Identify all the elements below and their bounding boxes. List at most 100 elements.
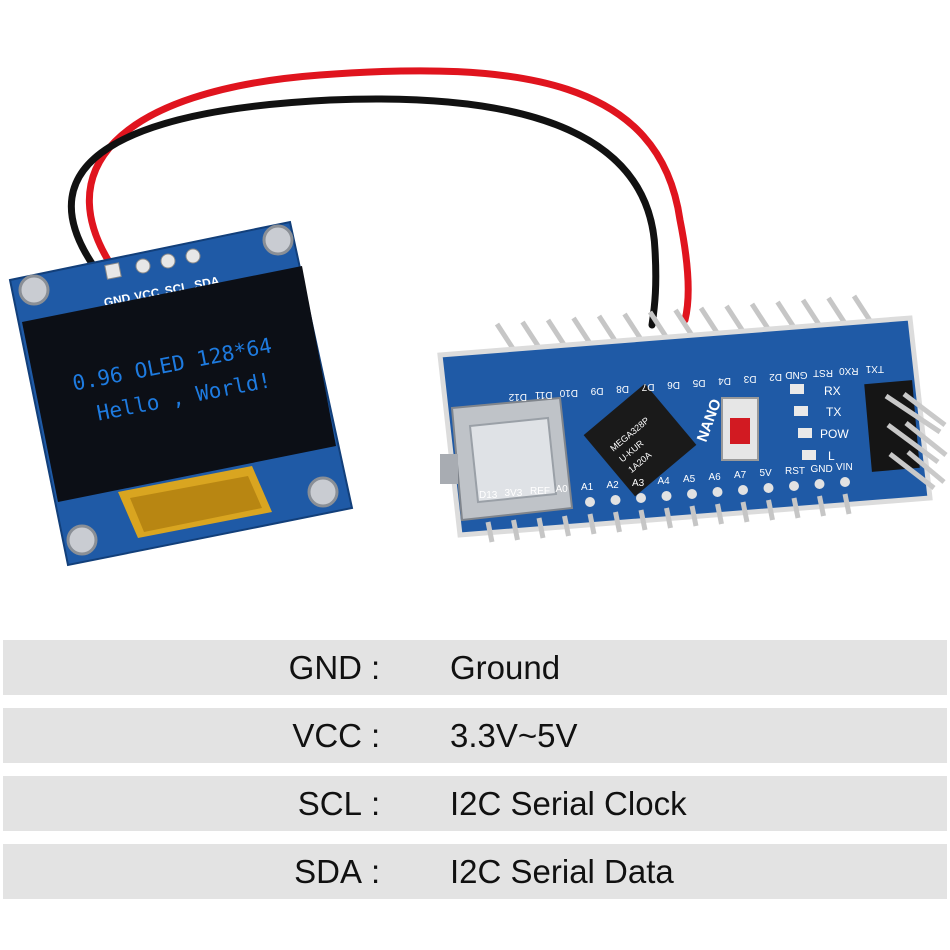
- nano-pin-label: D13: [479, 490, 498, 501]
- nano-pin-label: D6: [667, 379, 680, 390]
- nano-leds: RX TX POW L: [790, 384, 849, 463]
- nano-pin-label: RST: [785, 466, 805, 477]
- nano-pin-label: D9: [590, 385, 603, 396]
- nano-pin-label: A6: [709, 472, 722, 483]
- oled-mount-hole: [307, 476, 339, 508]
- nano-pin-label: A3: [632, 478, 645, 489]
- nano-mcu-chip: MEGA328P U-KUR 1A20A: [583, 383, 697, 497]
- pin-description: Ground: [450, 649, 561, 686]
- pin-colon: :: [371, 649, 381, 686]
- led-tx: [794, 406, 808, 416]
- oled-mount-hole: [262, 224, 294, 256]
- header-pad: [687, 489, 697, 499]
- pin-colon: :: [371, 717, 381, 754]
- product-illustration: GND VCC SCL SDA 0.96 OLED 128*64 Hello ,…: [8, 67, 948, 567]
- nano-reset-button: [721, 397, 759, 461]
- pin-name: VCC: [292, 717, 362, 754]
- nano-pin-label: GND: [785, 369, 807, 380]
- nano-pin-label: D10: [559, 387, 578, 398]
- header-pad: [636, 493, 646, 503]
- nano-pin-label: VIN: [836, 462, 853, 473]
- nano-pin-label: 5V: [760, 468, 773, 479]
- header-pin: [638, 509, 648, 531]
- pin-name: SDA: [294, 853, 362, 890]
- header-pad: [814, 479, 825, 489]
- pin-row-vcc: VCC : 3.3V~5V: [3, 708, 947, 763]
- oled-pin-pad: [185, 248, 201, 264]
- header-pad: [763, 483, 774, 493]
- pin-description: I2C Serial Clock: [450, 785, 687, 822]
- header-pad: [738, 485, 748, 495]
- nano-pin-label: REF: [530, 486, 550, 497]
- nano-pin-label: RST: [813, 367, 833, 378]
- black-wire: [67, 95, 660, 329]
- header-pin: [740, 501, 750, 523]
- nano-pin-label: D3: [743, 373, 756, 384]
- nano-pin-label: D4: [718, 375, 731, 386]
- nano-pin-label: A0: [556, 484, 569, 495]
- header-pin: [842, 493, 852, 515]
- nano-pin-label: A2: [607, 480, 620, 491]
- oled-mount-hole: [18, 274, 50, 306]
- header-pin: [715, 503, 724, 525]
- header-pad: [789, 481, 799, 491]
- pin-row-scl: SCL : I2C Serial Clock: [3, 776, 947, 831]
- pin-name: SCL: [297, 785, 362, 822]
- nano-pin-label: A5: [683, 474, 696, 485]
- arduino-nano: MEGA328P U-KUR 1A20A NANO RX TX POW L TX…: [437, 294, 948, 543]
- oled-pin-pad: [135, 258, 151, 274]
- pin-name: GND: [288, 649, 362, 686]
- nano-pin-label: GND: [811, 464, 833, 475]
- nano-pin-label: D11: [534, 389, 552, 400]
- oled-pin-pad: [160, 253, 176, 269]
- oled-glass: [22, 266, 336, 502]
- nano-pin-label: D2: [769, 371, 782, 382]
- pin-description: 3.3V~5V: [450, 717, 578, 754]
- nano-pin-label: D8: [616, 383, 629, 394]
- header-pad: [610, 495, 621, 505]
- header-pin: [536, 517, 546, 539]
- oled-module: GND VCC SCL SDA 0.96 OLED 128*64 Hello ,…: [8, 220, 354, 567]
- led-label: TX: [826, 405, 841, 419]
- header-pad: [712, 487, 723, 497]
- led-pow: [798, 428, 812, 438]
- header-pin: [766, 499, 775, 521]
- nano-usb-connector: [440, 396, 574, 522]
- header-pad: [661, 491, 672, 501]
- nano-pin-label: D12: [508, 391, 527, 402]
- oled-mount-hole: [66, 524, 98, 556]
- pin-row-gnd: GND : Ground: [3, 640, 947, 695]
- nano-pin-label: D5: [692, 377, 705, 388]
- header-pin: [817, 495, 826, 517]
- red-wire: [85, 67, 692, 324]
- pin-description: I2C Serial Data: [450, 853, 674, 890]
- nano-icsp-header: [864, 380, 948, 490]
- header-pad: [840, 477, 850, 487]
- header-pin: [562, 515, 571, 537]
- led-label: L: [828, 449, 835, 463]
- header-pin: [485, 521, 495, 543]
- header-pin: [689, 505, 699, 527]
- pin-row-sda: SDA : I2C Serial Data: [3, 844, 947, 899]
- header-pin: [613, 511, 622, 533]
- header-pin: [791, 497, 801, 519]
- led-l: [802, 450, 816, 460]
- header-pin: [587, 513, 597, 535]
- nano-pin-label: 3V3: [505, 488, 523, 499]
- nano-pin-label: A7: [734, 470, 747, 481]
- header-pin: [511, 519, 520, 541]
- header-pad: [585, 497, 595, 507]
- nano-pin-label: A1: [581, 482, 594, 493]
- led-label: POW: [820, 427, 849, 441]
- led-label: RX: [824, 384, 841, 398]
- header-pin: [664, 507, 673, 529]
- oled-pin-pad: [104, 262, 122, 280]
- pin-colon: :: [371, 785, 381, 822]
- nano-pin-label: TX1: [865, 363, 884, 374]
- nano-pin-label: D7: [641, 381, 654, 392]
- nano-pin-label: A4: [658, 476, 671, 487]
- pin-colon: :: [371, 853, 381, 890]
- nano-pin-label: RX0: [839, 365, 859, 376]
